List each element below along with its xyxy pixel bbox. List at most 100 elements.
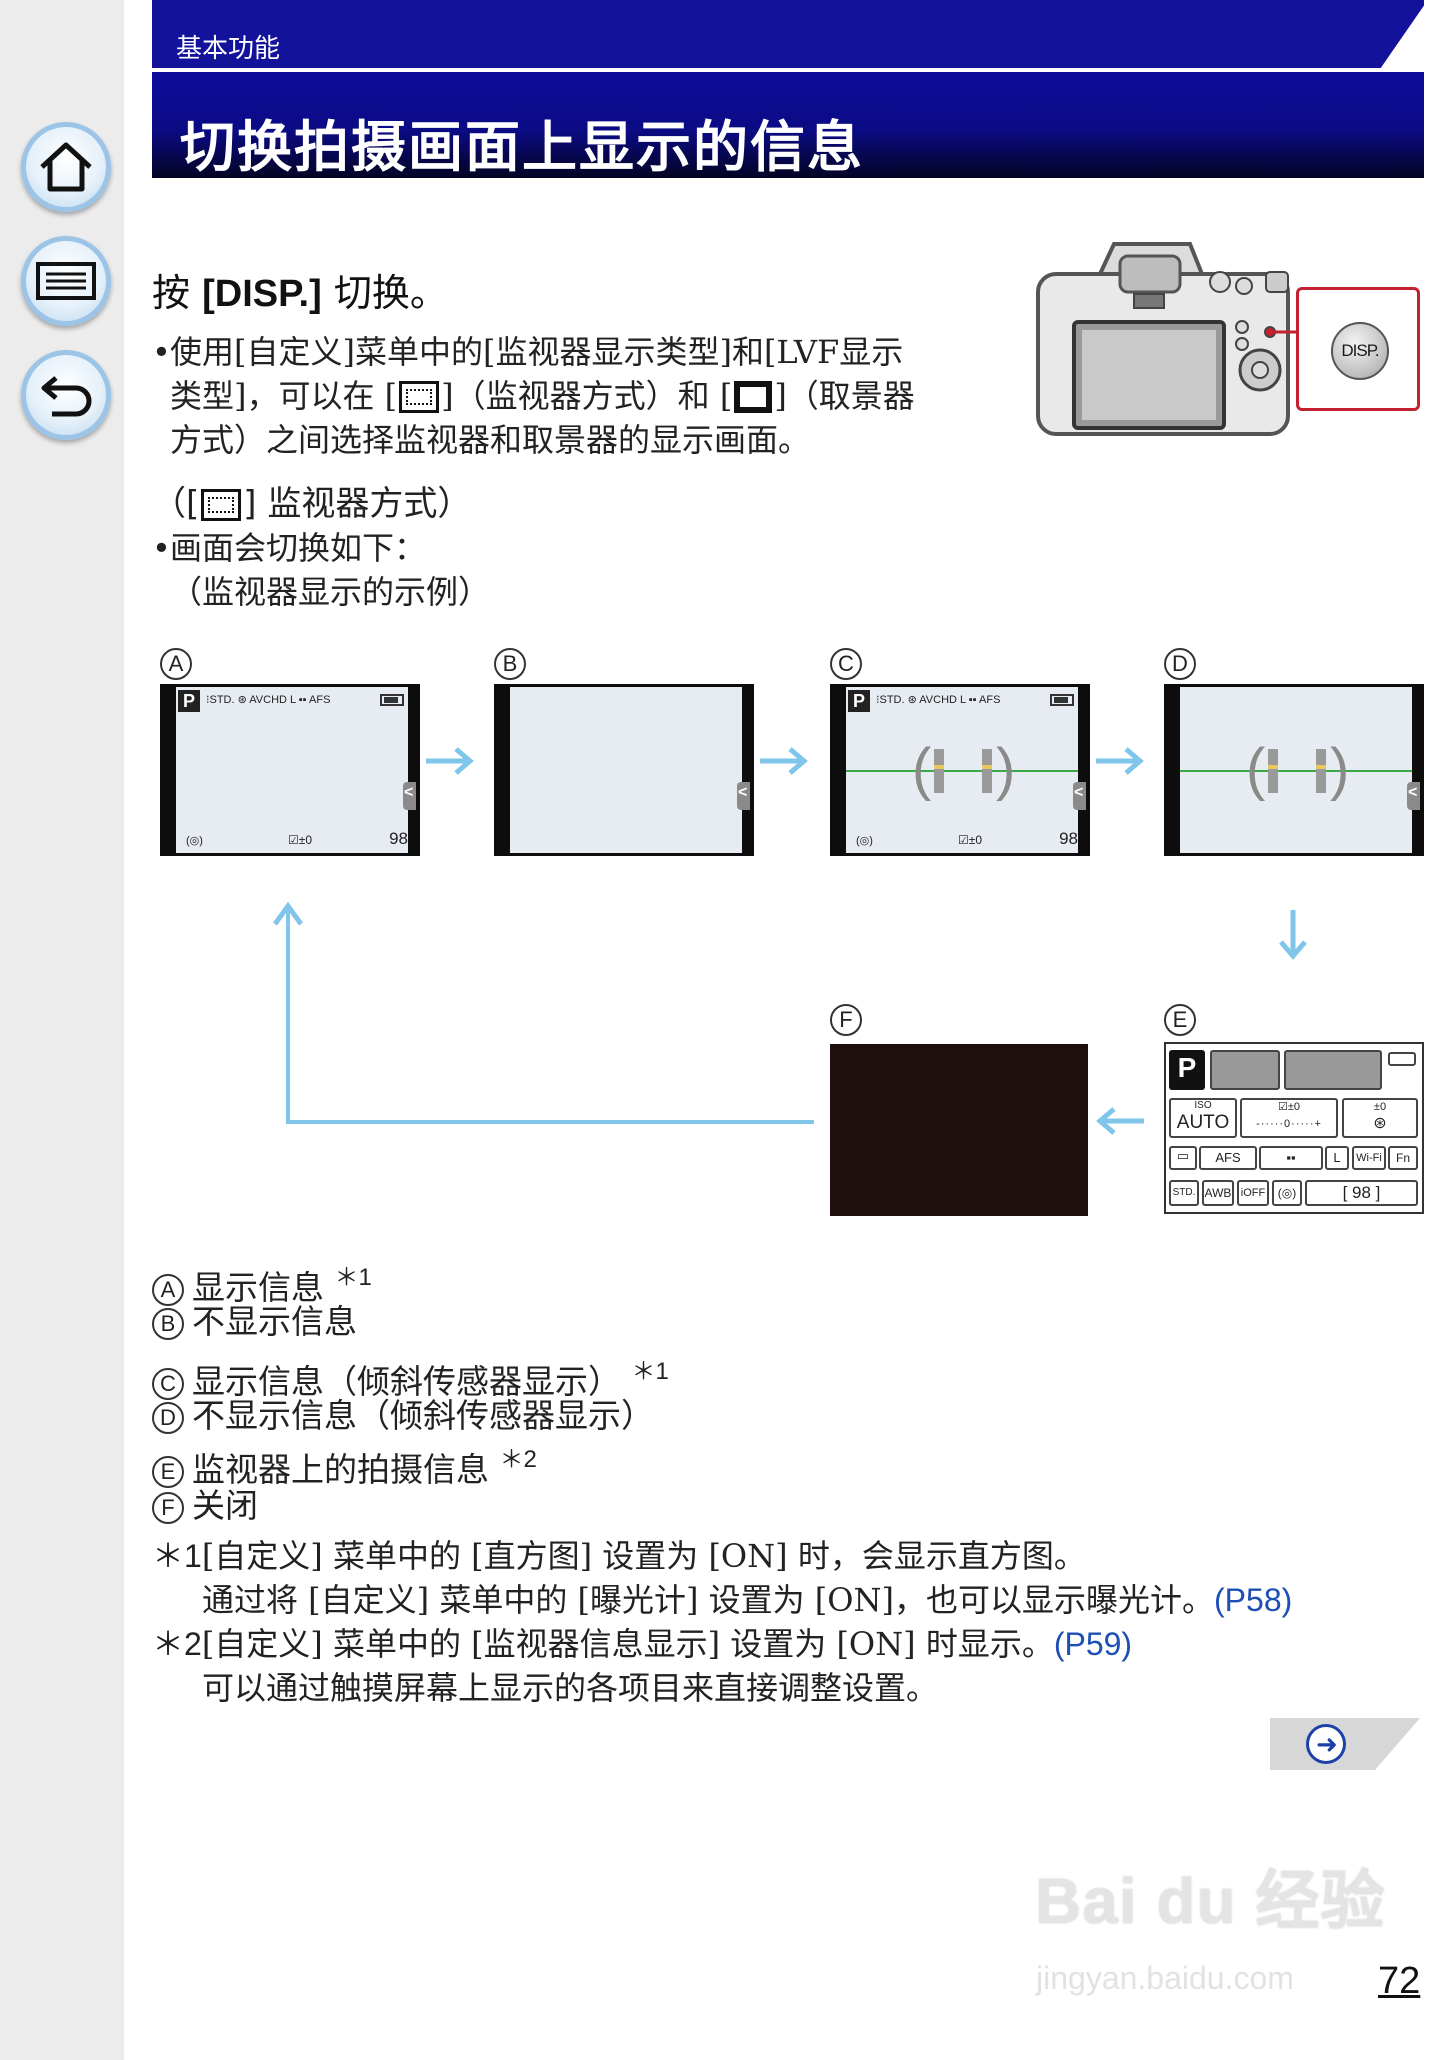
contents-button[interactable] — [21, 236, 111, 326]
lcd-panel: P ⁝STD. ⊛ AVCHD L ▪▪ AFS (◎) ☑±0 98 — [176, 687, 408, 853]
flash-icon: ⊛ — [1373, 1115, 1387, 1132]
note-line-3: 方式）之间选择监视器和取景器的显示画面。 — [170, 421, 811, 459]
page-title: 切换拍摄画面上显示的信息 — [180, 114, 865, 179]
return-icon — [41, 376, 92, 417]
legend-text: 显示信息 — [192, 1268, 324, 1307]
footnote-mark: ＊1 — [152, 1538, 202, 1574]
legend-label: A — [152, 1274, 184, 1306]
level-mark-right — [1316, 749, 1326, 793]
disp-button: DISP. — [1331, 322, 1389, 380]
flow-line-return-vertical — [286, 906, 290, 1124]
legend-note: ＊1 — [631, 1358, 669, 1385]
screen-label-e: E — [1164, 1004, 1196, 1036]
section-header: 基本功能 — [152, 0, 1424, 68]
note-line-2b: ]（监视器方式）和 [ — [441, 377, 733, 415]
screen-f-off — [830, 1044, 1088, 1216]
mode-heading-open: （[ — [152, 484, 200, 524]
iso-value: AUTO — [1176, 1112, 1230, 1133]
battery-icon — [380, 694, 404, 706]
viewfinder-style-icon — [734, 381, 773, 413]
switch-order-text: 画面会切换如下： — [170, 529, 427, 567]
screen-b-no-info — [494, 684, 754, 856]
shots-remaining: [ 98 ] — [1305, 1180, 1418, 1206]
screen-label-b: B — [494, 648, 526, 680]
quality-icon: ▪▪ — [1259, 1146, 1323, 1170]
exposure-comp: ☑±0 — [288, 833, 313, 847]
back-button[interactable] — [21, 350, 111, 440]
screen-d-level-only: ( ) — [1164, 684, 1424, 856]
screen-a-info-display: P ⁝STD. ⊛ AVCHD L ▪▪ AFS (◎) ☑±0 98 — [160, 684, 420, 856]
exposure-scale: -·····0·····+ — [1256, 1118, 1322, 1130]
screen-label-a: A — [160, 648, 192, 680]
legend-label: C — [152, 1368, 184, 1400]
mode-badge: P — [1169, 1050, 1205, 1090]
footnote-text: [自定义] 菜单中的 [直方图] 设置为 [ON] 时，会显示直方图。 — [201, 1537, 1086, 1575]
legend-text: 不显示信息（倾斜传感器显示） — [192, 1396, 654, 1435]
info-slot-2 — [1284, 1050, 1382, 1090]
title-bar: 切换拍摄画面上显示的信息 — [152, 72, 1424, 179]
exposure-setting: ☑±0 -·····0·····+ — [1240, 1098, 1338, 1138]
screen-label-c: C — [830, 648, 862, 680]
next-page-button[interactable]: ➜ — [1270, 1718, 1420, 1770]
touch-tab-icon — [1073, 782, 1086, 810]
size-setting: L — [1325, 1146, 1349, 1170]
level-mark-left — [934, 749, 944, 793]
home-button[interactable] — [21, 122, 111, 212]
legend-label: D — [152, 1402, 184, 1434]
arrow-right-icon: ➜ — [1306, 1724, 1346, 1764]
step-heading: 按 [DISP.] 切换。 — [152, 262, 448, 317]
legend-label: E — [152, 1456, 184, 1488]
page-link-p59[interactable]: (P59) — [1053, 1626, 1133, 1662]
monitor-style-icon — [201, 489, 242, 521]
exposure-comp: ☑±0 — [958, 833, 983, 847]
disp-button-callout: DISP. — [1296, 287, 1420, 411]
monitor-type-note: •使用[自定义]菜单中的[监视器显示类型]和[LVF显示 类型]，可以在 []（… — [152, 333, 915, 459]
touch-tab-icon — [737, 782, 750, 810]
fn-button: Fn — [1388, 1146, 1418, 1170]
footnote-2: ＊2[自定义] 菜单中的 [监视器信息显示] 设置为 [ON] 时显示。(P59… — [152, 1624, 1132, 1664]
footnote-text: 可以通过触摸屏幕上显示的各项目来直接调整设置。 — [202, 1669, 939, 1707]
legend-text: 关闭 — [192, 1486, 258, 1525]
touch-tab-icon — [1407, 782, 1420, 810]
legend-note: ＊2 — [499, 1446, 537, 1473]
sidebar — [0, 0, 124, 2060]
example-caption: （监视器显示的示例） — [152, 570, 490, 614]
page-link-p58[interactable]: (P58) — [1214, 1582, 1293, 1618]
lcd-panel: ( ) — [1180, 687, 1412, 853]
mode-badge: P — [178, 690, 200, 712]
level-bracket-left: ( — [1246, 737, 1266, 802]
footnote-mark: ＊2 — [152, 1626, 202, 1662]
level-gauge-line — [1180, 770, 1412, 772]
lcd-panel: P ⁝STD. ⊛ AVCHD L ▪▪ AFS ( ) (◎) ☑±0 98 — [846, 687, 1078, 853]
footnote-text: 通过将 [自定义] 菜单中的 [曝光计] 设置为 [ON]，也可以显示曝光计。 — [202, 1581, 1215, 1619]
metering-icon: (◎) — [186, 835, 203, 847]
photo-style: STD. — [1169, 1180, 1199, 1206]
note-line-2a: 类型]，可以在 [ — [170, 377, 398, 415]
level-bracket-right: ) — [1330, 737, 1350, 802]
shots-remaining: 98 — [389, 829, 408, 848]
legend-label: F — [152, 1492, 184, 1524]
flow-arrow-d-e — [1279, 910, 1307, 960]
step-suffix: 切换。 — [321, 271, 448, 315]
mode-heading-close: ] 监视器方式） — [243, 484, 472, 524]
iso-setting: ISO AUTO — [1169, 1098, 1237, 1138]
metering-icon: (◎) — [856, 835, 873, 847]
level-bracket-left: ( — [912, 737, 932, 802]
white-balance: AWB — [1202, 1180, 1234, 1206]
legend-label: B — [152, 1308, 184, 1340]
example-caption-text: （监视器显示的示例） — [170, 573, 491, 611]
breadcrumb: 基本功能 — [176, 34, 281, 64]
home-icon — [40, 142, 92, 192]
screen-label-d: D — [1164, 648, 1196, 680]
footnote-2-continued: 可以通过触摸屏幕上显示的各项目来直接调整设置。 — [202, 1668, 938, 1708]
level-gauge-line — [846, 770, 1078, 772]
note-line-1: 使用[自定义]菜单中的[监视器显示类型]和[LVF显示 — [170, 333, 904, 371]
camera-back-illustration — [1036, 242, 1296, 436]
legend-text: 显示信息（倾斜传感器显示） — [192, 1362, 621, 1401]
touch-tab-icon — [403, 782, 416, 810]
legend-text: 监视器上的拍摄信息 — [192, 1450, 489, 1489]
